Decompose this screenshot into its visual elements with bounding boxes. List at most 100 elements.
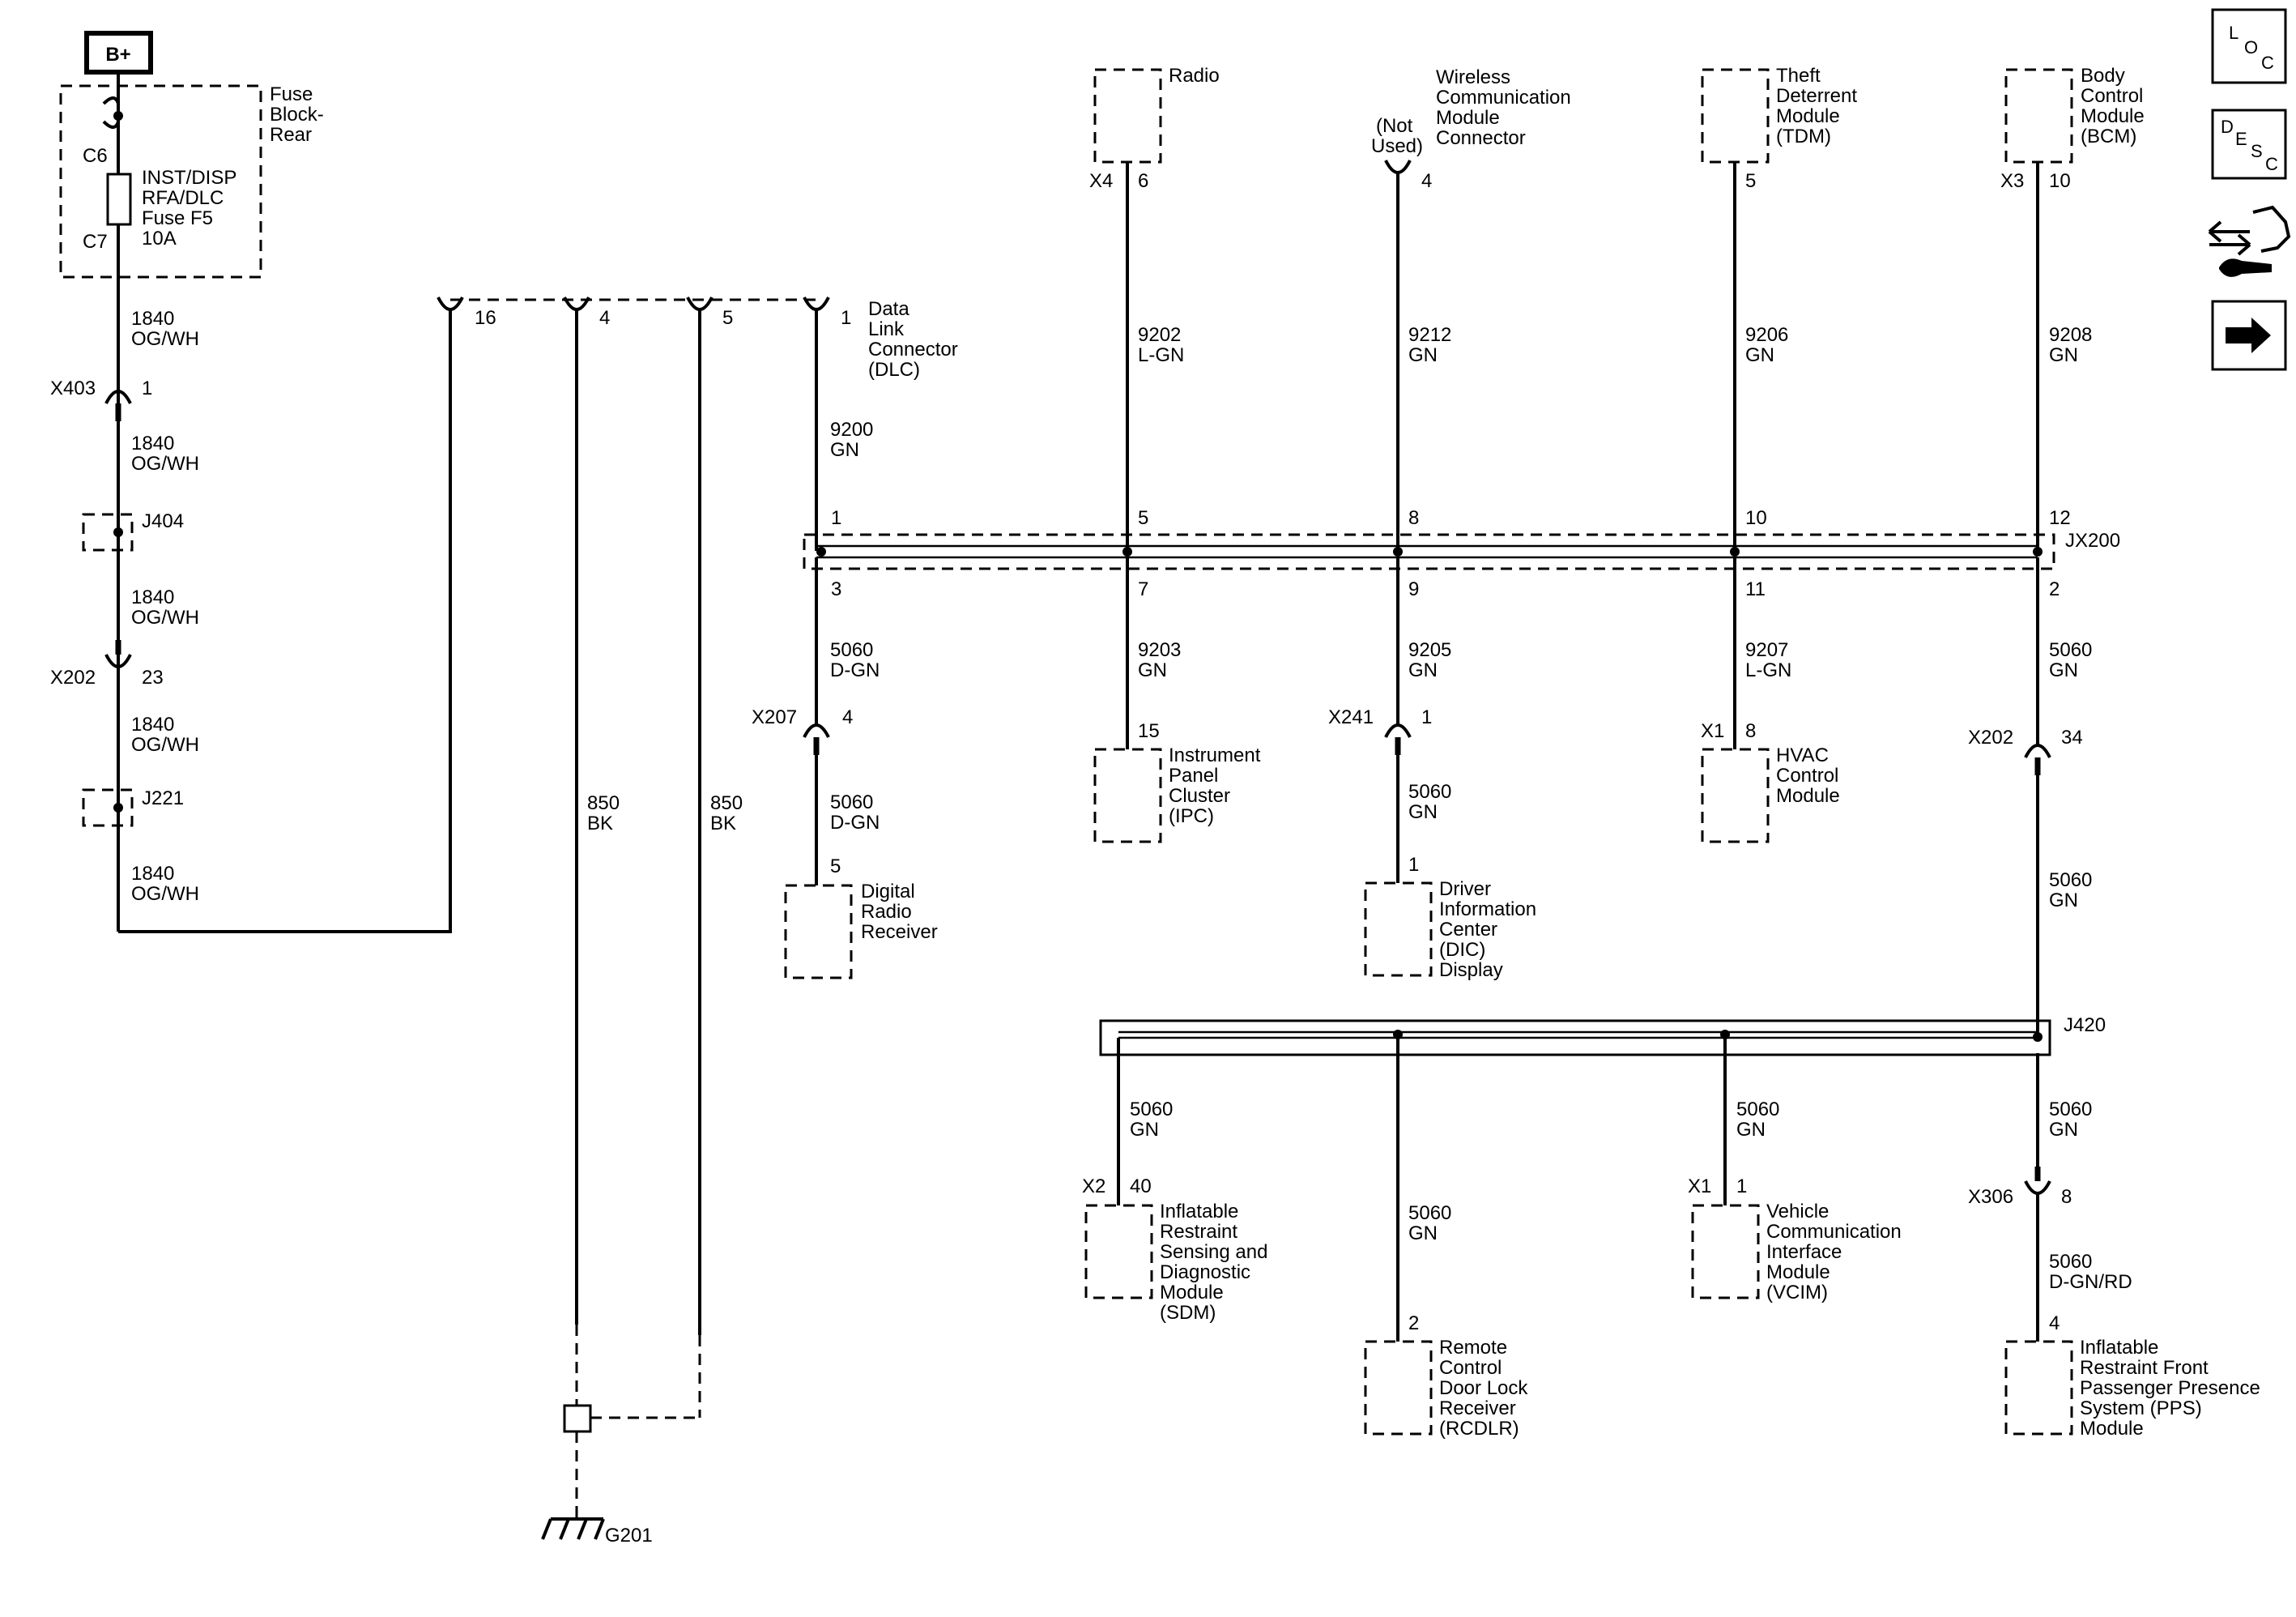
vcim-module: [1691, 1204, 1760, 1299]
next-page-button[interactable]: [2211, 300, 2287, 371]
c6-terminal: [102, 96, 120, 129]
c7-label: C7: [83, 231, 108, 253]
bcm-module: [2004, 68, 2073, 164]
x403-connector: [104, 390, 132, 404]
j420-outline: [1099, 1019, 2051, 1056]
svg-text:X3: X3: [2000, 170, 2024, 192]
svg-text:4: 4: [599, 307, 610, 329]
j404-label: J404: [142, 510, 184, 532]
svg-text:7: 7: [1138, 578, 1148, 600]
power-feed: B+ Fuse Block- Rear C6 C7 INST/DISP RFA/…: [50, 31, 452, 933]
j221-splice: [82, 788, 134, 827]
svg-text:1: 1: [831, 507, 841, 529]
svg-text:X306: X306: [1968, 1186, 2013, 1208]
svg-text:34: 34: [2061, 727, 2083, 749]
svg-text:3: 3: [831, 578, 841, 600]
dic-name: Driver Information Center (DIC) Display: [1439, 878, 1542, 981]
svg-text:X1: X1: [1701, 720, 1724, 742]
svg-text:10: 10: [1745, 507, 1767, 529]
svg-text:1: 1: [1408, 854, 1419, 876]
desc-button[interactable]: D E S C: [2211, 109, 2287, 180]
svg-text:8: 8: [1408, 507, 1419, 529]
svg-text:L: L: [2229, 23, 2238, 43]
pps-name: Inflatable Restraint Front Passenger Pre…: [2080, 1337, 2265, 1440]
svg-text:5: 5: [1745, 170, 1756, 192]
wcm-connector: [1384, 160, 1412, 174]
svg-text:10: 10: [2049, 170, 2071, 192]
svg-text:4: 4: [842, 706, 853, 728]
tdm-name: Theft Deterrent Module (TDM): [1776, 65, 1863, 147]
j221-label: J221: [142, 787, 184, 809]
x403-label: X403: [50, 378, 96, 399]
next-page-icon: [2226, 318, 2271, 353]
svg-text:1: 1: [841, 307, 851, 329]
svg-text:4: 4: [1421, 170, 1432, 192]
ipc-name: Instrument Panel Cluster (IPC): [1169, 745, 1266, 827]
fuse-label: INST/DISP RFA/DLC Fuse F5 10A: [142, 167, 242, 250]
svg-text:1: 1: [1421, 706, 1432, 728]
svg-text:4: 4: [2049, 1312, 2060, 1334]
svg-text:X207: X207: [752, 706, 797, 728]
driver-information-center: [1364, 881, 1433, 977]
c6-label: C6: [83, 145, 108, 167]
loc-button[interactable]: L O C: [2211, 8, 2287, 84]
hvac-control-module: [1701, 748, 1770, 843]
x202-label-left: X202: [50, 667, 96, 689]
svg-text:9: 9: [1408, 578, 1419, 600]
drr-name: Digital Radio Receiver: [861, 881, 938, 943]
sdm-module: [1084, 1204, 1153, 1299]
svg-text:12: 12: [2049, 507, 2071, 529]
svg-text:C: C: [2265, 154, 2278, 174]
svg-text:8: 8: [1745, 720, 1756, 742]
wcm-not-used-note: (Not Used): [1371, 115, 1423, 157]
connector-info-icon[interactable]: [2208, 205, 2291, 277]
x306-connector: [2024, 1180, 2051, 1195]
sdm-name: Inflatable Restraint Sensing and Diagnos…: [1160, 1201, 1273, 1324]
svg-text:40: 40: [1130, 1175, 1152, 1197]
radio-module: [1093, 68, 1162, 164]
hvac-name: HVAC Control Module: [1776, 745, 1844, 807]
j404-splice: [82, 513, 134, 552]
bcm-name: Body Control Module (BCM): [2081, 65, 2149, 147]
rcdlr-name: Remote Control Door Lock Receiver (RCDLR…: [1439, 1337, 1533, 1440]
b-plus-label: B+: [105, 44, 130, 66]
fuse-block-name: Fuse Block- Rear: [270, 83, 329, 146]
svg-text:16: 16: [475, 307, 496, 329]
x202-connector-left: [104, 654, 132, 668]
svg-text:5: 5: [830, 855, 841, 877]
svg-text:15: 15: [1138, 720, 1160, 742]
wcm-name: Wireless Communication Module Connector: [1436, 66, 1576, 149]
vcim-name: Vehicle Communication Interface Module (…: [1766, 1201, 1906, 1303]
ground-g201-icon: [541, 1517, 605, 1540]
jx200-outline: [803, 533, 2055, 570]
svg-text:D: D: [2221, 117, 2234, 137]
svg-text:5: 5: [1138, 507, 1148, 529]
svg-text:11: 11: [1745, 578, 1766, 600]
x207-connector: [803, 723, 830, 738]
instrument-panel-cluster: [1093, 748, 1162, 843]
svg-text:1: 1: [1736, 1175, 1747, 1197]
svg-text:C: C: [2261, 53, 2274, 73]
jx200-splice-pack: JX200 1 5 8 10 12 3 7 9 11 2: [803, 507, 2120, 600]
svg-text:8: 8: [2061, 1186, 2072, 1208]
svg-text:Radio: Radio: [1169, 65, 1220, 87]
pps-module: [2004, 1340, 2073, 1436]
svg-text:X202: X202: [1968, 727, 2013, 749]
